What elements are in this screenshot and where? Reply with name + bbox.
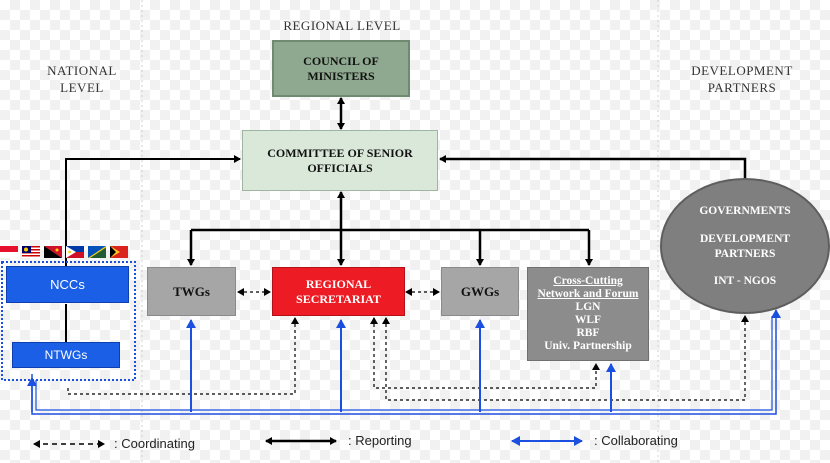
secretariat-line2: SECRETARIAT <box>296 291 381 306</box>
regional-level-label: REGIONAL LEVEL <box>283 18 401 33</box>
secretariat-crosscut-coord <box>370 317 600 389</box>
crosscut-item: RBF <box>576 327 600 339</box>
national-level-label: NATIONAL LEVEL <box>22 62 142 96</box>
crosscut-title-line1: Cross-Cutting <box>553 275 623 287</box>
national-line1: NATIONAL <box>47 63 117 78</box>
nccs-box: NCCs <box>6 266 129 303</box>
flag-philippines-icon <box>66 246 84 258</box>
partners-development: DEVELOPMENT <box>699 232 791 245</box>
flag-malaysia-icon <box>22 246 40 258</box>
ncc-to-cso-link <box>65 155 241 266</box>
flag-solomon-islands-icon <box>88 246 106 258</box>
legend-reporting-label: : Reporting <box>348 433 412 448</box>
development-partners-ellipse: GOVERNMENTS DEVELOPMENT PARTNERS INT - N… <box>660 178 830 314</box>
cso-line2: OFFICIALS <box>307 160 373 175</box>
partners-line1: DEVELOPMENT <box>691 63 793 78</box>
cross-cutting-box: Cross-Cutting Network and Forum LGN WLF … <box>527 267 649 361</box>
collaborating-bus-inner <box>35 316 773 411</box>
regional-secretariat-box: REGIONAL SECRETARIAT <box>272 267 405 316</box>
secretariat-line1: REGIONAL <box>305 276 372 291</box>
committee-of-senior-officials-box: COMMITTEE OF SENIOR OFFICIALS <box>242 130 438 191</box>
partners-label: DEVELOPMENT PARTNERS <box>662 62 822 96</box>
legend-coordinating-label: : Coordinating <box>114 436 195 451</box>
legend-collaborating-label: : Collaborating <box>594 433 678 448</box>
partners-to-cso-link <box>439 155 747 180</box>
cso-line1: COMMITTEE OF SENIOR <box>267 145 413 160</box>
council-of-ministers-box: COUNCIL OF MINISTERS <box>272 40 410 97</box>
flag-timor-leste-icon <box>110 246 128 258</box>
secretariat-ntwg-coord <box>67 317 299 395</box>
secretariat-partners-coord <box>382 315 749 401</box>
ntwgs-box: NTWGs <box>12 342 120 368</box>
flag-papua-new-guinea-icon <box>44 246 62 258</box>
national-line2: LEVEL <box>60 80 104 95</box>
partners-ngos: INT - NGOS <box>713 274 777 287</box>
partners-partners: PARTNERS <box>714 247 776 260</box>
partners-governments: GOVERNMENTS <box>699 204 791 217</box>
twgs-box: TWGs <box>147 267 236 316</box>
gwgs-box: GWGs <box>441 267 519 316</box>
collaborating-bus <box>31 309 781 415</box>
crosscut-item: LGN <box>575 301 601 313</box>
crosscut-item: WLF <box>574 314 602 326</box>
crosscut-item: Univ. Partnership <box>544 340 632 352</box>
council-line1: COUNCIL OF <box>303 53 379 68</box>
partners-line2: PARTNERS <box>707 80 777 95</box>
member-flags-strip <box>0 246 128 260</box>
crosscut-title-line2: Network and Forum <box>537 288 639 300</box>
council-line2: MINISTERS <box>307 68 375 83</box>
flag-indonesia-icon <box>0 246 18 258</box>
national-group-border <box>1 261 136 381</box>
